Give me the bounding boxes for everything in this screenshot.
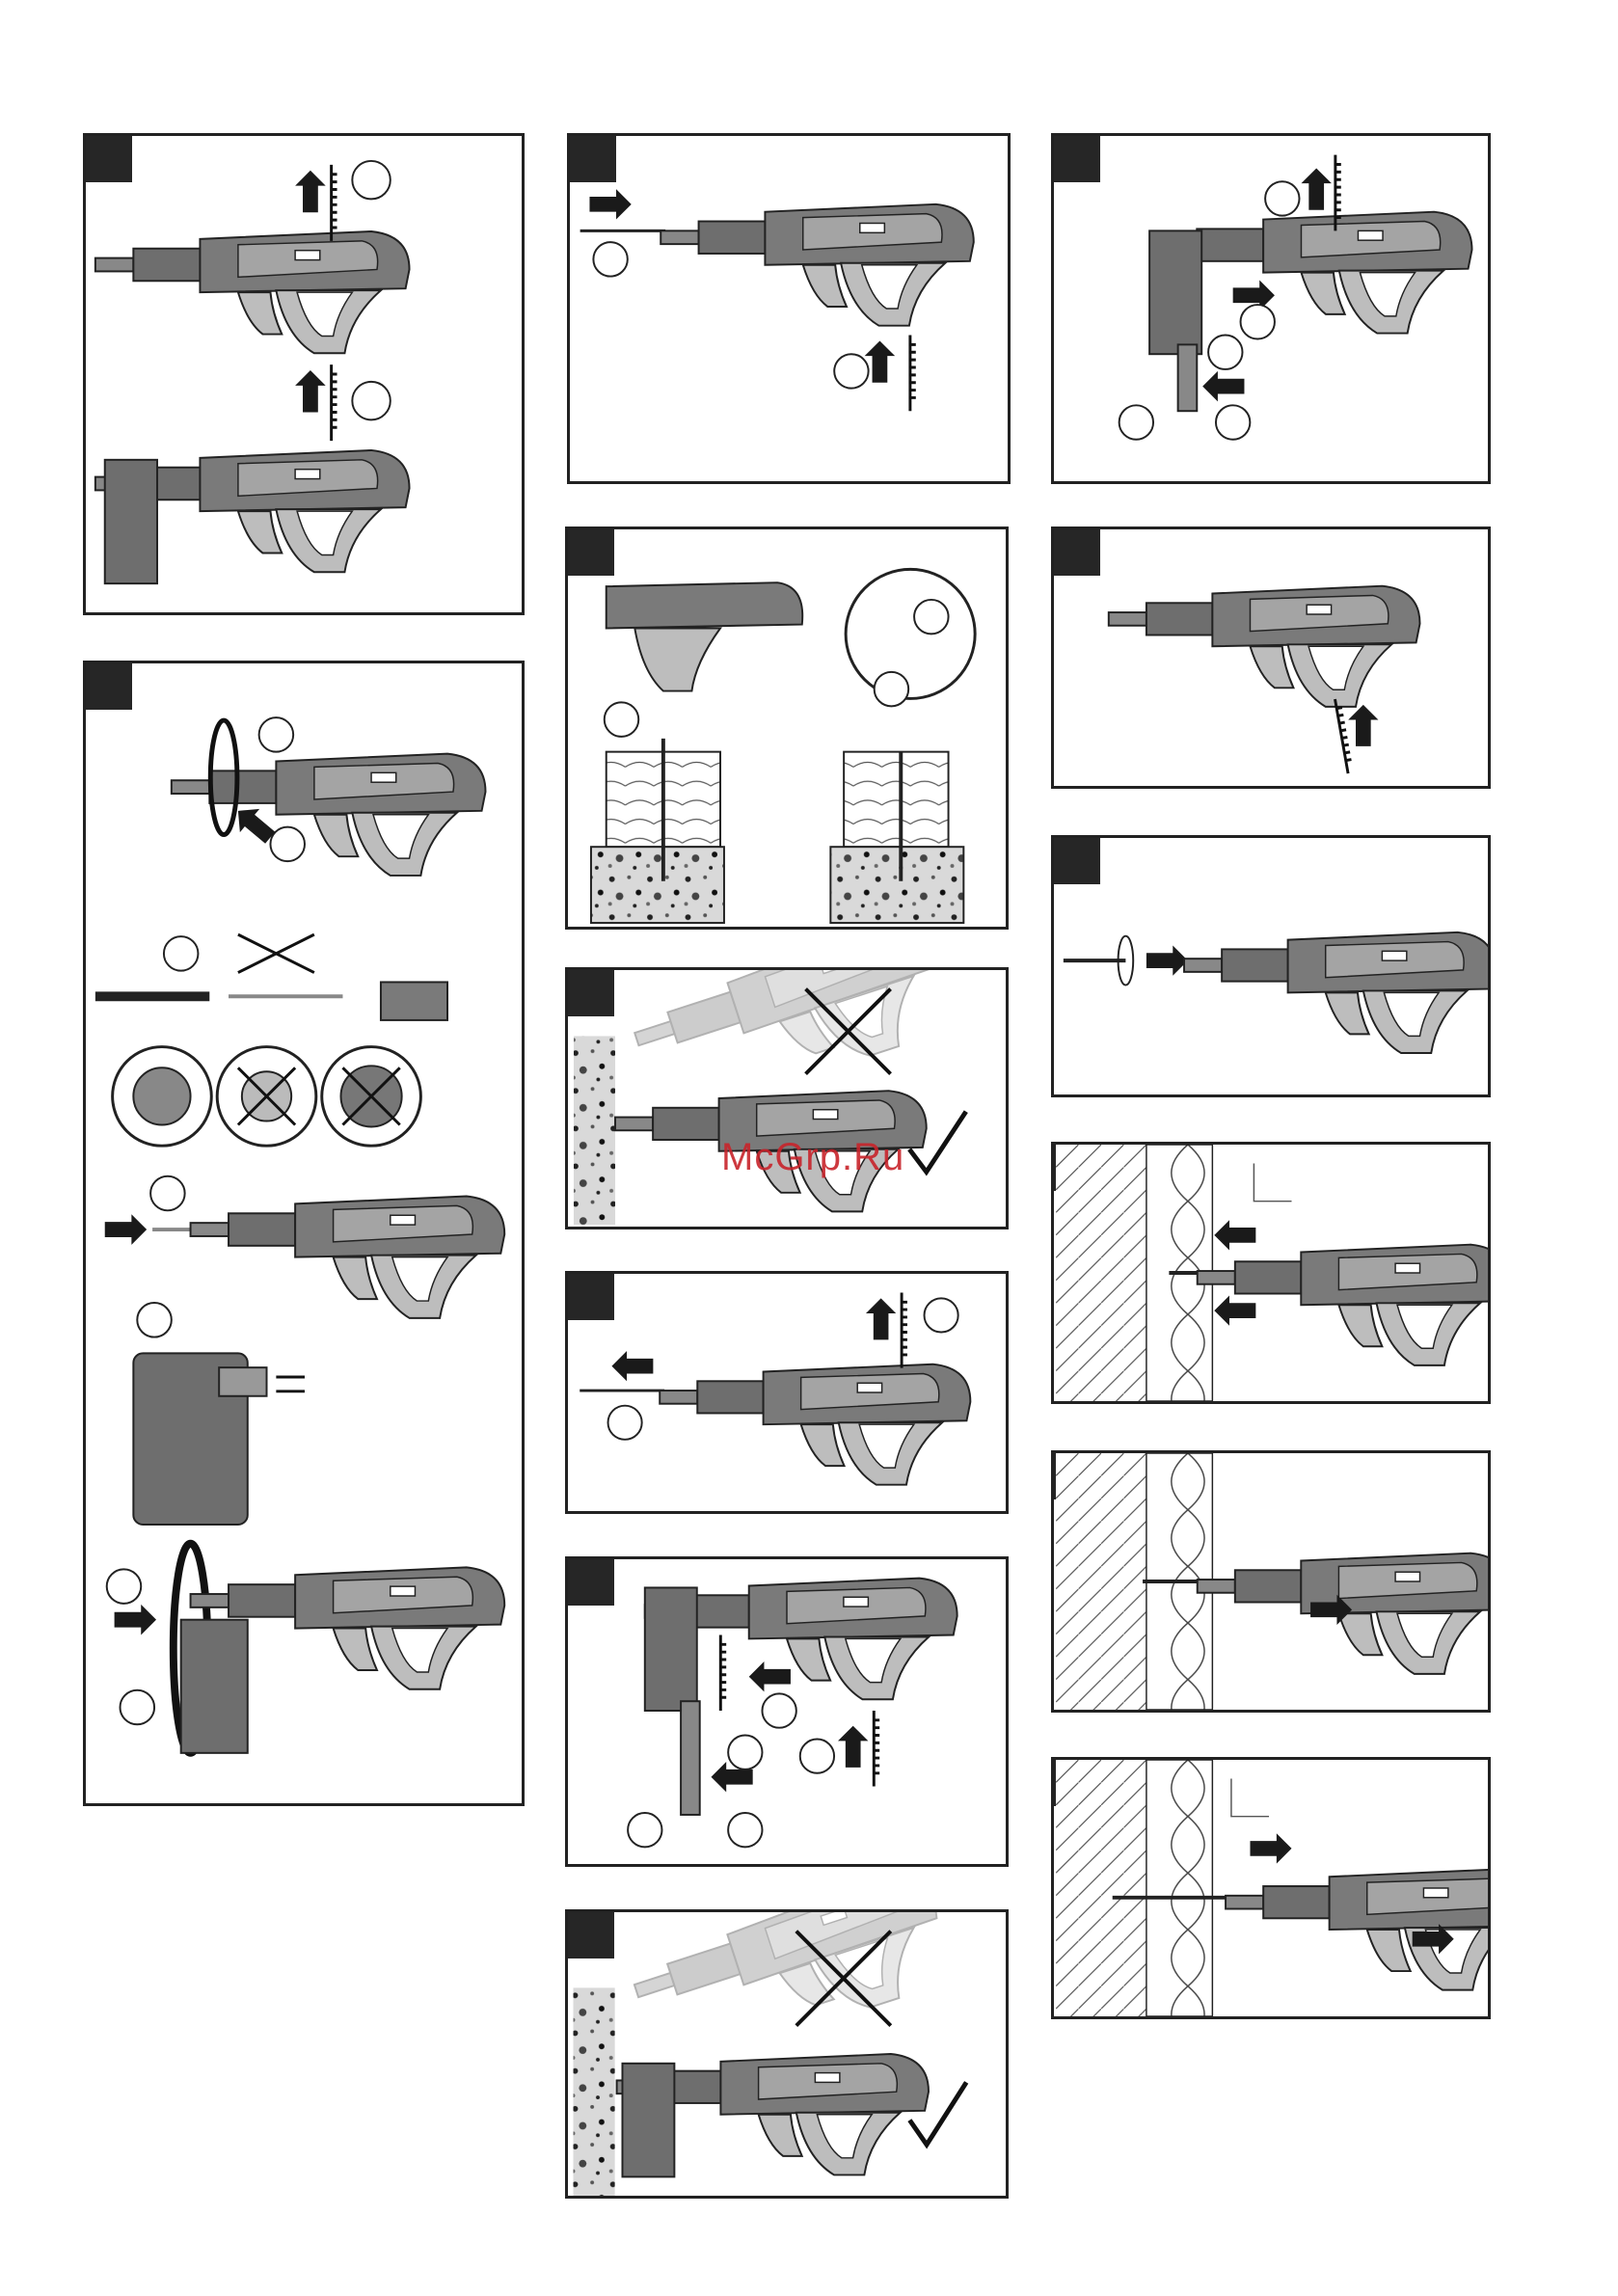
panel-12-illustration	[1054, 1145, 1488, 1401]
figure-panel-9	[1051, 133, 1491, 484]
figure-panel-4	[565, 527, 1009, 930]
panel-9-illustration	[1054, 136, 1488, 481]
panel-13-illustration	[1054, 1453, 1488, 1710]
panel-5-illustration	[568, 970, 1006, 1227]
figure-panel-11	[1051, 835, 1491, 1097]
panel-4-illustration	[568, 529, 1006, 927]
figure-panel-6	[565, 1271, 1009, 1514]
panel-11-illustration	[1054, 838, 1488, 1094]
figure-panel-7	[565, 1556, 1009, 1867]
figure-panel-1	[83, 133, 525, 615]
panel-6-illustration	[568, 1274, 1006, 1511]
panel-2-illustration	[86, 663, 522, 1803]
figure-panel-13	[1051, 1450, 1491, 1713]
watermark-text: McGrp.Ru	[721, 1136, 904, 1179]
figure-panel-8	[565, 1909, 1009, 2199]
figure-panel-2	[83, 661, 525, 1806]
figure-panel-12	[1051, 1142, 1491, 1404]
panel-14-illustration	[1054, 1760, 1488, 2016]
figure-panel-10	[1051, 527, 1491, 789]
figure-panel-14	[1051, 1757, 1491, 2019]
figure-panel-5	[565, 967, 1009, 1229]
panel-7-illustration	[568, 1559, 1006, 1864]
panel-3-illustration	[570, 136, 1008, 481]
panel-8-illustration	[568, 1912, 1006, 2196]
panel-10-illustration	[1054, 529, 1488, 786]
figure-panel-3	[567, 133, 1011, 484]
panel-1-illustration	[86, 136, 522, 612]
